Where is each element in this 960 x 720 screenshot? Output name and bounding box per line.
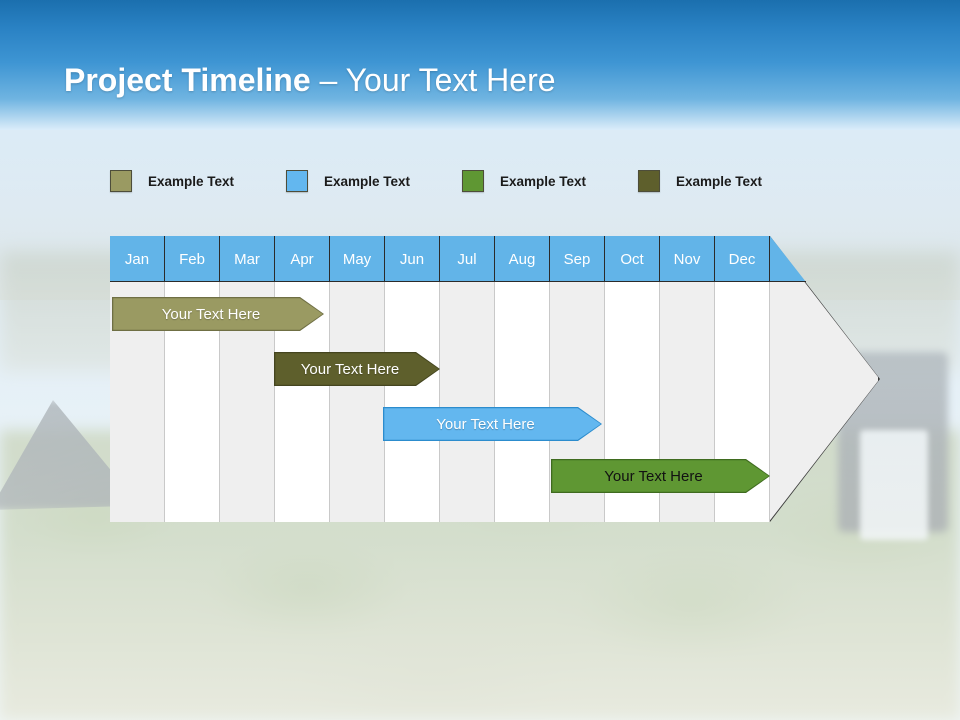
month-header-jul[interactable]: Jul — [440, 236, 495, 282]
page-title: Project Timeline – Your Text Here — [64, 58, 556, 102]
legend-label-2: Example Text — [324, 173, 411, 189]
month-header-may[interactable]: May — [330, 236, 385, 282]
task-bar-label-2: Your Text Here — [300, 360, 400, 378]
task-bar-1[interactable]: Your Text Here — [112, 297, 324, 331]
task-bar-label-1: Your Text Here — [161, 305, 261, 323]
task-bar-label-4: Your Text Here — [604, 467, 703, 485]
timeline-column-mar: Mar — [220, 236, 275, 522]
task-bar-3[interactable]: Your Text Here — [383, 407, 602, 441]
task-bar-fill-1 — [113, 298, 322, 329]
legend-item-1[interactable]: Example Text — [110, 168, 234, 194]
timeline-column-feb: Feb — [165, 236, 220, 522]
legend-swatch-icon-3 — [462, 170, 484, 192]
month-header-nov[interactable]: Nov — [660, 236, 715, 282]
timeline-column-jul: Jul — [440, 236, 495, 522]
month-header-feb[interactable]: Feb — [165, 236, 220, 282]
page-title-light: – Your Text Here — [310, 62, 556, 98]
legend-item-2[interactable]: Example Text — [286, 168, 410, 194]
legend-label-1: Example Text — [148, 173, 235, 189]
month-header-oct[interactable]: Oct — [605, 236, 660, 282]
page-title-strong: Project Timeline — [64, 62, 311, 98]
timeline-column-aug: Aug — [495, 236, 550, 522]
month-header-sep[interactable]: Sep — [550, 236, 605, 282]
legend-label-4: Example Text — [676, 173, 763, 189]
task-bar-fill-2 — [275, 353, 438, 384]
month-header-jun[interactable]: Jun — [385, 236, 440, 282]
legend-swatch-icon-1 — [110, 170, 132, 192]
month-header-apr[interactable]: Apr — [275, 236, 330, 282]
task-bar-2[interactable]: Your Text Here — [274, 352, 440, 386]
timeline-header-rule — [110, 281, 806, 283]
task-bar-fill-4 — [552, 460, 768, 491]
legend-item-3[interactable]: Example Text — [462, 168, 586, 194]
legend-swatch-icon-4 — [638, 170, 660, 192]
legend-label-3: Example Text — [500, 173, 587, 189]
legend-item-4[interactable]: Example Text — [638, 168, 762, 194]
month-header-mar[interactable]: Mar — [220, 236, 275, 282]
task-bar-4[interactable]: Your Text Here — [551, 459, 770, 493]
month-header-dec[interactable]: Dec — [715, 236, 770, 282]
title-banner: Project Timeline – Your Text Here — [0, 0, 960, 130]
month-header-aug[interactable]: Aug — [495, 236, 550, 282]
legend-swatch-icon-2 — [286, 170, 308, 192]
timeline-column-jan: Jan — [110, 236, 165, 522]
task-bar-label-3: Your Text Here — [436, 415, 535, 433]
month-header-jan[interactable]: Jan — [110, 236, 165, 282]
task-bar-fill-3 — [384, 408, 600, 439]
